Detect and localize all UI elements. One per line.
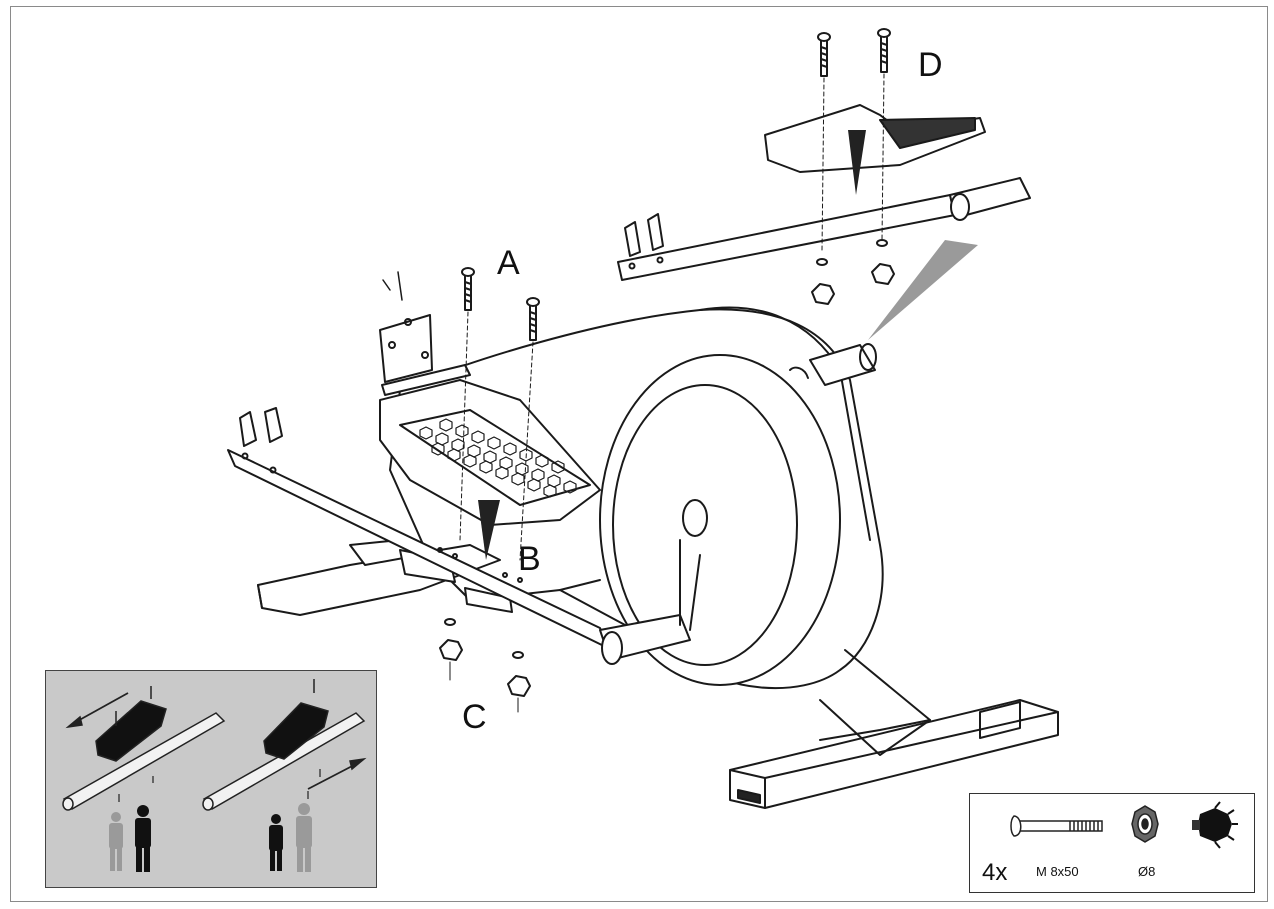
bolts-d bbox=[811, 28, 895, 305]
quantity-label: 4x bbox=[982, 859, 1008, 886]
knob-nut-icon bbox=[1192, 801, 1238, 849]
hardware-icons bbox=[1010, 801, 1238, 849]
label-b: B bbox=[518, 540, 541, 578]
pedal-grip-pattern bbox=[419, 418, 577, 498]
knobs-c bbox=[439, 618, 531, 713]
assembly-direction-arrow bbox=[868, 240, 978, 340]
carriage-bolt-icon bbox=[1010, 815, 1103, 837]
left-pedal-arm bbox=[227, 407, 701, 665]
bolt-size-label: M 8x50 bbox=[1036, 864, 1079, 879]
people-icon bbox=[109, 803, 312, 872]
right-pedal bbox=[764, 104, 986, 173]
label-d: D bbox=[918, 46, 943, 84]
washer-icon bbox=[1131, 805, 1159, 843]
left-pedal bbox=[379, 314, 601, 526]
label-a: A bbox=[497, 244, 520, 282]
right-pedal-arm bbox=[617, 177, 1031, 281]
hardware-parts-box: 4x M 8x50 Ø8 bbox=[969, 793, 1255, 893]
label-c: C bbox=[462, 698, 487, 736]
pedal-down-arrow bbox=[478, 500, 500, 560]
pedal-slide-inset bbox=[45, 670, 377, 888]
right-pedal-down-arrow bbox=[848, 130, 866, 195]
bolts-a bbox=[382, 267, 540, 561]
front-tube-stub bbox=[809, 343, 877, 386]
page-frame bbox=[10, 6, 1268, 902]
inset-illustration bbox=[62, 679, 367, 872]
washer-size-label: Ø8 bbox=[1138, 864, 1156, 879]
rear-stabilizer bbox=[729, 699, 1059, 809]
